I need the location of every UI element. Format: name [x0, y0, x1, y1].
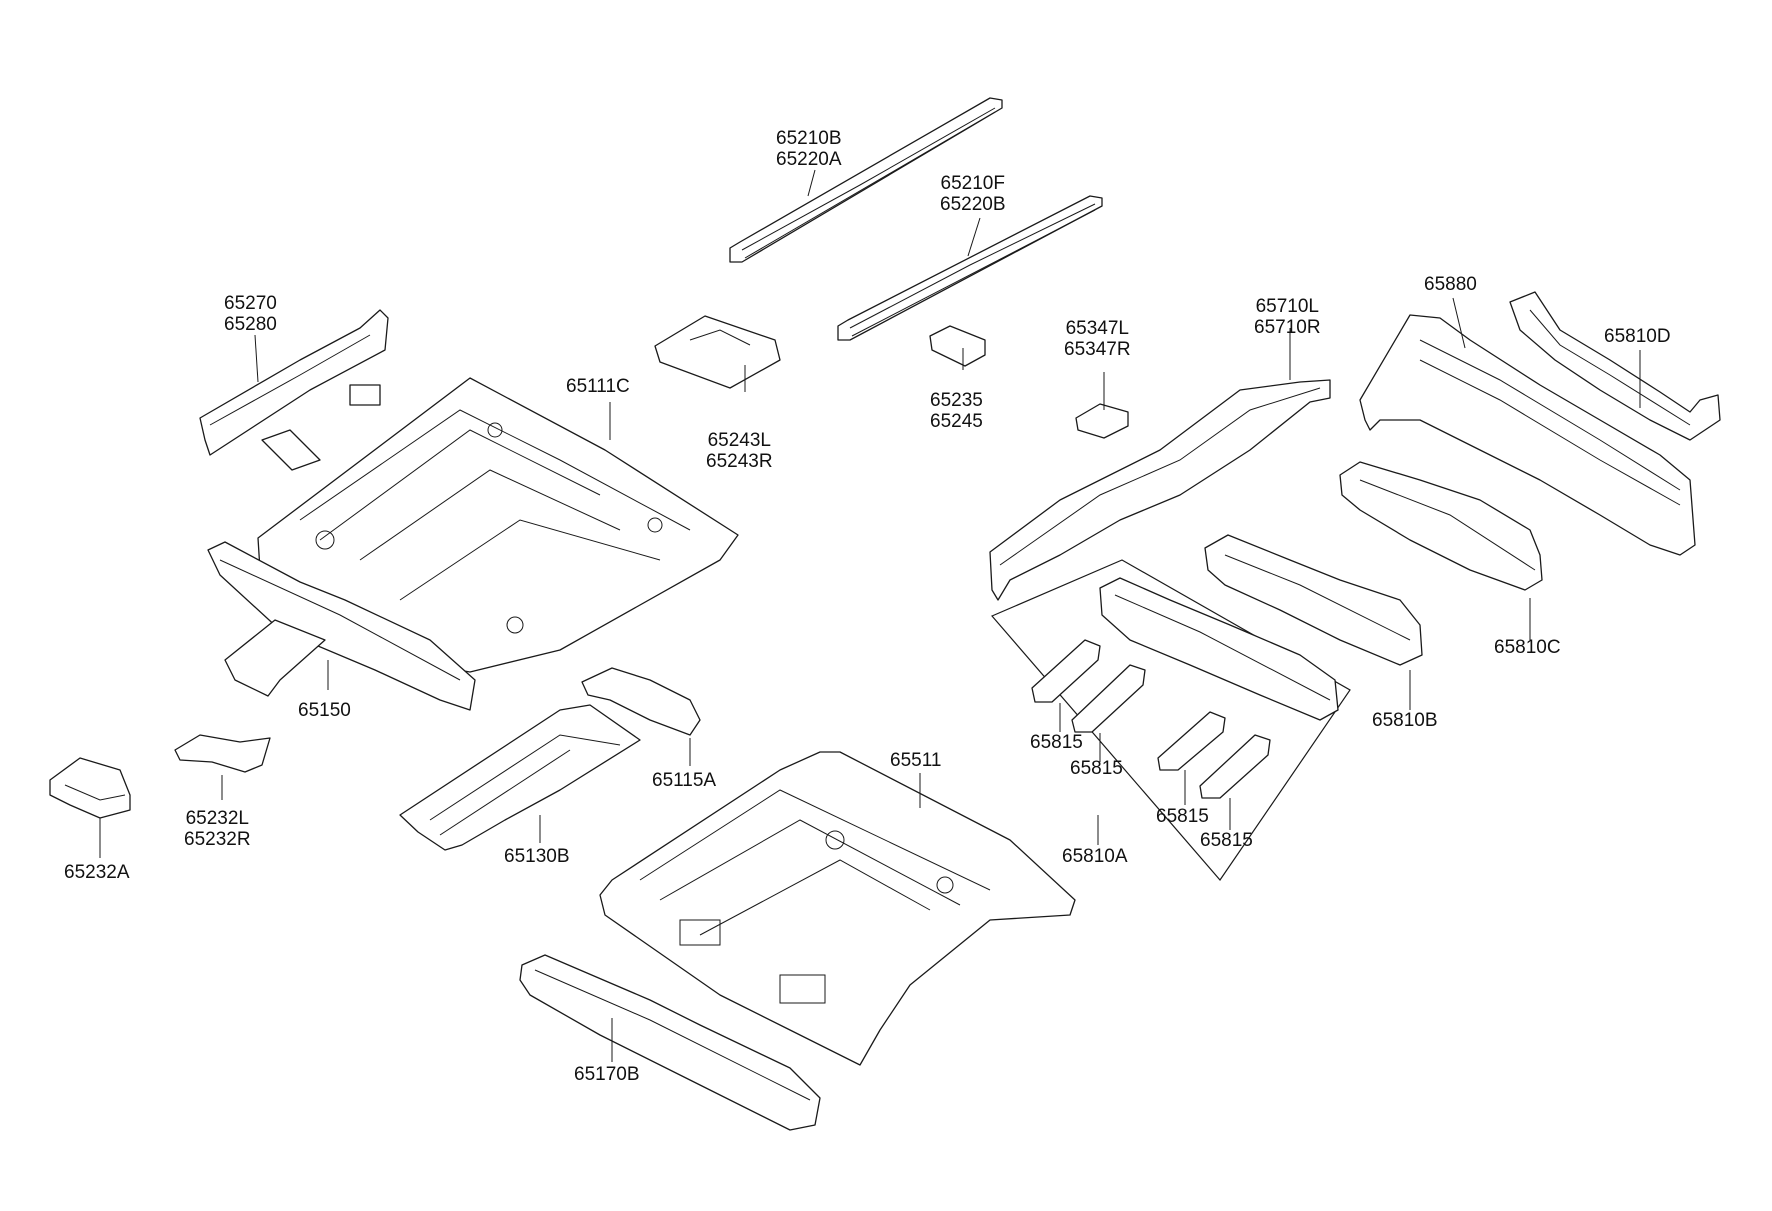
label-65815-c: 65815: [1156, 806, 1209, 827]
label-65810D: 65810D: [1604, 326, 1671, 347]
rear-member-65810A: [1099, 577, 1339, 721]
gusset-65815-d: [1199, 734, 1271, 799]
rear-crossmember-65880: [1359, 314, 1696, 556]
rear-member-65810D: [1509, 291, 1721, 441]
gusset-65815-c: [1157, 711, 1226, 771]
rear-side-member-65710: [989, 379, 1331, 601]
label-65810A: 65810A: [1062, 846, 1128, 867]
bracket-65232L: [174, 734, 271, 773]
tunnel-reinforcement-65130B: [399, 704, 641, 851]
front-floor-panel: [257, 377, 739, 673]
side-member-rail-rear: [837, 195, 1103, 341]
bracket-65115A: [581, 667, 701, 736]
label-65810C: 65810C: [1494, 637, 1561, 658]
label-65150: 65150: [298, 700, 351, 721]
label-65815-d: 65815: [1200, 830, 1253, 851]
assembly-box-65810A: [991, 559, 1351, 881]
bracket-65347: [1075, 403, 1129, 439]
label-65810B: 65810B: [1372, 710, 1438, 731]
gusset-65815-b: [1071, 664, 1146, 733]
rear-floor-panel: [599, 751, 1076, 1066]
label-65111C: 65111C: [566, 376, 630, 397]
rear-member-65810B: [1204, 534, 1423, 666]
rear-member-65810C: [1339, 461, 1543, 591]
label-65115A: 65115A: [652, 770, 717, 791]
label-65815-a: 65815: [1030, 732, 1083, 753]
leader-lines: [99, 169, 1641, 1062]
front-floor-side-member: [199, 309, 389, 471]
side-member-rail-front: [729, 97, 1003, 263]
gusset-65815-a: [1031, 639, 1101, 703]
label-65130B: 65130B: [504, 846, 570, 867]
rear-crossmember-65170B: [519, 954, 821, 1131]
bracket-65235: [929, 325, 986, 367]
front-crossmember-65150: [207, 541, 476, 711]
floor-bracket-65243: [654, 315, 781, 389]
bracket-65232A: [49, 757, 131, 819]
label-65170B: 65170B: [574, 1064, 640, 1085]
label-65880: 65880: [1424, 274, 1477, 295]
label-65815-b: 65815: [1070, 758, 1123, 779]
label-65232A: 65232A: [64, 862, 130, 883]
label-65511: 65511: [890, 750, 942, 771]
